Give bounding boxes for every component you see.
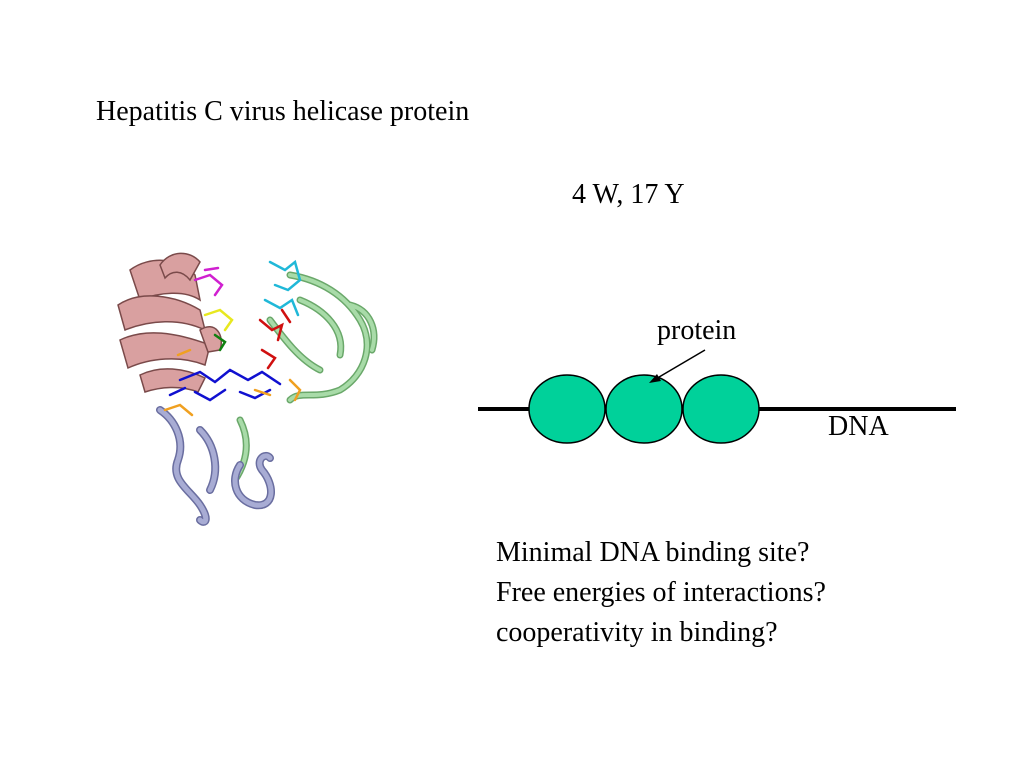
protein-bead-1 — [528, 374, 606, 444]
residue-counts-label: 4 W, 17 Y — [572, 179, 685, 210]
dna-label: DNA — [828, 411, 889, 442]
question-list: Minimal DNA binding site? Free energies … — [496, 533, 826, 653]
pink-domain — [117, 252, 222, 393]
green-domain-outline — [233, 273, 376, 482]
lavender-domain-inner — [157, 407, 274, 525]
protein-bead-3 — [682, 374, 760, 444]
question-item: cooperativity in binding? — [496, 617, 778, 648]
question-item: Free energies of interactions? — [496, 577, 826, 608]
protein-pointer-arrowhead — [649, 374, 661, 383]
protein-pointer-arrow — [653, 349, 706, 381]
protein-bead-2 — [605, 374, 683, 444]
residue-sticks — [163, 259, 302, 417]
question-item: Minimal DNA binding site? — [496, 537, 810, 568]
slide-title: Hepatitis C virus helicase protein — [96, 96, 470, 127]
protein-label: protein — [657, 315, 737, 346]
